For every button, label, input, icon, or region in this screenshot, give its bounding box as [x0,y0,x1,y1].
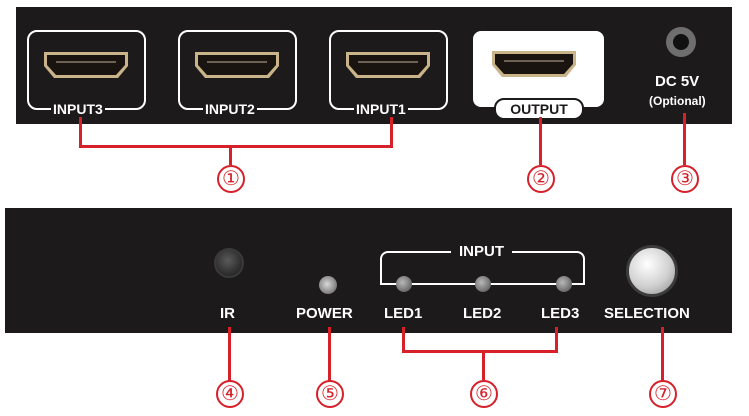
dc-label: DC 5V [655,73,700,90]
callout-6: ⑥ [470,380,498,408]
callout-7: ⑦ [649,380,677,408]
ir-label: IR [220,305,235,322]
hdmi-port-icon [490,49,578,81]
led2-indicator-icon [475,276,491,292]
callout-line [79,145,393,148]
input3-label: INPUT3 [51,101,105,117]
callout-line [661,327,664,381]
hdmi-port-icon [42,50,130,82]
callout-line [390,117,393,147]
selection-button[interactable] [626,245,678,297]
led3-indicator-icon [556,276,572,292]
callout-3: ③ [671,165,699,193]
led1-label: LED1 [384,305,423,322]
power-led-icon [319,276,337,294]
hdmi-port-icon [193,50,281,82]
led1-indicator-icon [396,276,412,292]
callout-line [228,327,231,381]
callout-5: ⑤ [316,380,344,408]
callout-line [402,350,558,353]
callout-line [539,117,542,165]
hdmi-port-icon [344,50,432,82]
callout-line [683,113,686,165]
led2-label: LED2 [463,305,502,322]
selection-label: SELECTION [604,305,690,322]
input-group-label: INPUT [451,243,512,260]
callout-1: ① [217,165,245,193]
callout-line [402,327,405,353]
dc-jack-icon [666,27,696,57]
callout-line [229,145,232,165]
ir-sensor-icon [214,248,244,278]
input1-label: INPUT1 [354,101,408,117]
callout-4: ④ [216,380,244,408]
power-label: POWER [296,305,353,322]
dc-sublabel: (Optional) [649,94,706,108]
led3-label: LED3 [541,305,580,322]
front-panel [5,208,732,333]
callout-line [482,350,485,380]
callout-2: ② [527,165,555,193]
callout-line [328,327,331,381]
input2-label: INPUT2 [203,101,257,117]
callout-line [555,327,558,353]
callout-line [79,117,82,147]
